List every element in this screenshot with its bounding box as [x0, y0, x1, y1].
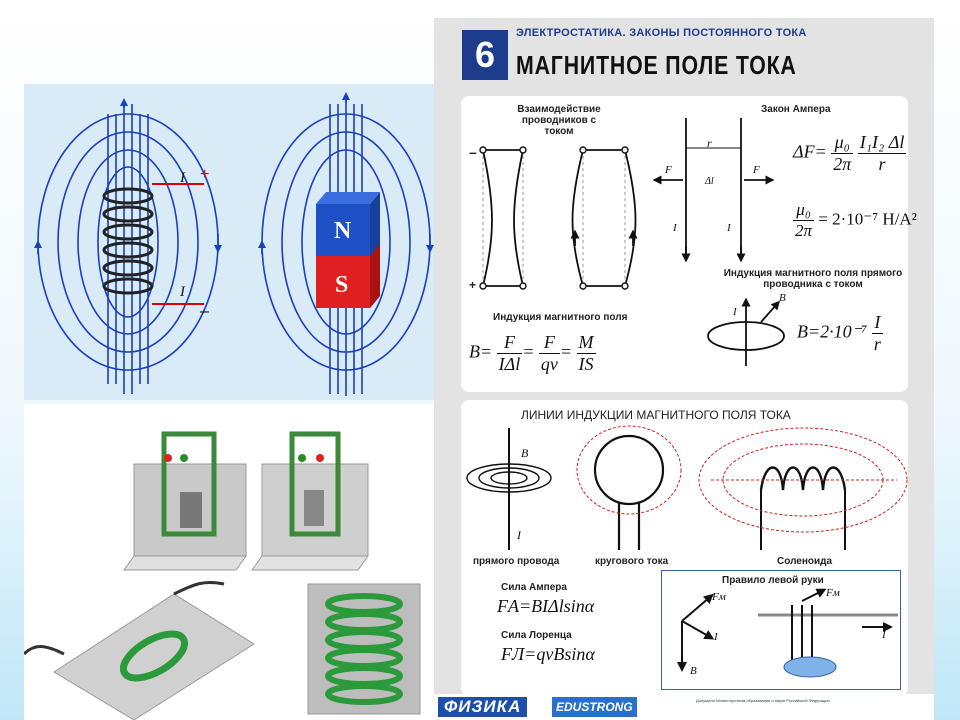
poster-header: 6 ЭЛЕКТРОСТАТИКА. ЗАКОНЫ ПОСТОЯННОГО ТОК… [434, 18, 934, 88]
rule-b-label: B [690, 665, 697, 677]
caption-solenoid: Соленоида [777, 556, 833, 567]
rule-fm-label: Fм [712, 591, 726, 603]
coil-current-bottom: I [179, 284, 186, 300]
plus-label: + [469, 278, 477, 292]
coil-current-top: I [179, 170, 186, 186]
ampere-law-card: Взаимодействие проводников с током Закон… [461, 96, 917, 392]
lorentz-formula: FЛ=qvBsinα [501, 644, 595, 664]
coil-plus: + [200, 166, 209, 183]
apparatus-box-1 [123, 431, 247, 571]
minus-label: – [469, 144, 477, 160]
apparatus-photos-panel [24, 404, 434, 720]
poster-footer: ФИЗИКА EDUSTRONG Допущено Министерством … [434, 694, 934, 720]
ampere-force-title: Сила Ампера [501, 582, 567, 593]
left-hand-rule-box: Правило левой руки Fм I B Fм I [661, 570, 901, 690]
field-lines-panel: I + I – N S [24, 84, 434, 400]
straight-conductor-title: Индукция магнитного поля прямого проводн… [723, 268, 903, 290]
brand-physics: ФИЗИКА [438, 697, 528, 717]
physics-poster: 6 ЭЛЕКТРОСТАТИКА. ЗАКОНЫ ПОСТОЯННОГО ТОК… [434, 18, 934, 720]
coil-minus: – [200, 303, 209, 320]
straight-b-label: B [521, 446, 529, 460]
force-f2-label: F [753, 164, 760, 176]
field-b-label: B [779, 292, 786, 304]
brand-edustrong: EDUSTRONG [552, 697, 637, 717]
lorentz-title: Сила Лоренца [501, 630, 572, 641]
straight-i-label: I [517, 528, 521, 542]
current-i-label: I [733, 306, 737, 318]
caption-straight: прямого провода [473, 556, 560, 567]
apparatus-ring-coil [24, 580, 255, 720]
field-lines-diagrams [466, 425, 908, 550]
rule-i-label: I [714, 631, 718, 643]
apparatus-illustration [24, 431, 421, 720]
field-lines-title: ЛИНИИ ИНДУКЦИИ МАГНИТНОГО ПОЛЯ ТОКА [521, 408, 791, 422]
south-label: S [335, 272, 348, 298]
apparatus-box-2 [251, 431, 369, 571]
current-i2-label: I [727, 222, 731, 234]
magnet-north [316, 204, 370, 256]
ampere-force-formula: FА=BIΔlsinα [497, 596, 595, 616]
rule-fm2-label: Fм [826, 587, 840, 599]
left-hand-rule-diagram [677, 588, 898, 678]
left-hand-rule-title: Правило левой руки [722, 575, 824, 586]
field-lines-card: ЛИНИИ ИНДУКЦИИ МАГНИТНОГО ПОЛЯ ТОКА B I … [461, 400, 908, 696]
poster-subtitle: ЭЛЕКТРОСТАТИКА. ЗАКОНЫ ПОСТОЯННОГО ТОКА [516, 27, 807, 39]
distance-label: r [707, 136, 712, 150]
ampere-law-title: Закон Ампера [761, 104, 831, 115]
apparatus-solenoid [307, 583, 421, 715]
north-label: N [334, 218, 352, 244]
interaction-title: Взаимодействие проводников с током [517, 104, 601, 137]
caption-circular: кругового тока [595, 556, 669, 567]
magnet-south [316, 256, 370, 308]
poster-title: МАГНИТНОЕ ПОЛЕ ТОКА [516, 50, 797, 80]
poster-number: 6 [462, 30, 508, 80]
field-lines-illustration: I + I – N S [34, 92, 434, 396]
force-f1-label: F [665, 164, 672, 176]
induction-title: Индукция магнитного поля [493, 312, 628, 323]
current-i1-label: I [673, 222, 677, 234]
rule-i2-label: I [882, 629, 886, 641]
conductors-diagram [479, 118, 785, 366]
delta-l-label: Δl [705, 176, 714, 187]
footer-note: Допущено Министерством образования и нау… [696, 698, 830, 703]
